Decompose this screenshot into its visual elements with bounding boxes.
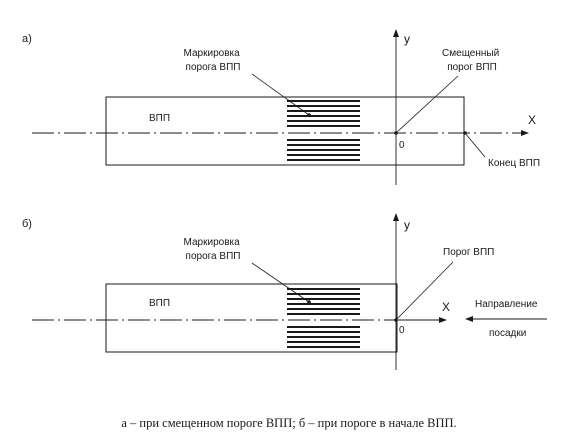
threshold-leader-b <box>395 261 454 321</box>
threshold-point-b <box>394 318 398 322</box>
threshold-leader-a <box>395 75 459 134</box>
panel-a: а) X y 0 ВПП Маркировка порога ВПП <box>22 29 540 185</box>
threshold-label-b: Порог ВПП <box>443 247 494 258</box>
threshold-marking-b <box>287 288 360 348</box>
marking-point-a <box>307 113 311 117</box>
panel-b: б) X y 0 ВПП Маркировка порога ВПП <box>22 213 547 370</box>
origin-label-b: 0 <box>399 325 405 336</box>
panel-a-letter: а) <box>22 33 32 45</box>
marking-point-b <box>307 300 311 304</box>
runway-label-b: ВПП <box>149 298 170 309</box>
end-leader-a <box>464 132 486 158</box>
threshold-label-a: Смещенный порог ВПП <box>442 48 502 73</box>
marking-leader-a <box>251 73 310 116</box>
x-axis-label-b: X <box>442 300 450 314</box>
panel-b-letter: б) <box>22 218 32 230</box>
runway-outline-b <box>105 283 398 353</box>
direction-label-line1: Направление <box>475 299 538 310</box>
y-axis-label-a: y <box>404 32 410 46</box>
origin-label-a: 0 <box>399 140 405 151</box>
runway-label-a: ВПП <box>149 113 170 124</box>
marking-leader-b <box>251 262 310 303</box>
x-axis-label-a: X <box>528 113 536 127</box>
threshold-marking-a <box>287 100 360 161</box>
marking-label-a: Маркировка порога ВПП <box>184 48 243 73</box>
marking-label-b: Маркировка порога ВПП <box>184 237 243 262</box>
figure-caption: а – при смещенном пороге ВПП; б – при по… <box>121 416 457 430</box>
y-axis-label-b: y <box>404 218 410 232</box>
runway-end-label-a: Конец ВПП <box>488 158 540 169</box>
threshold-point-a <box>394 131 398 135</box>
direction-label-line2: посадки <box>489 328 526 339</box>
runway-outline-a <box>105 96 465 166</box>
